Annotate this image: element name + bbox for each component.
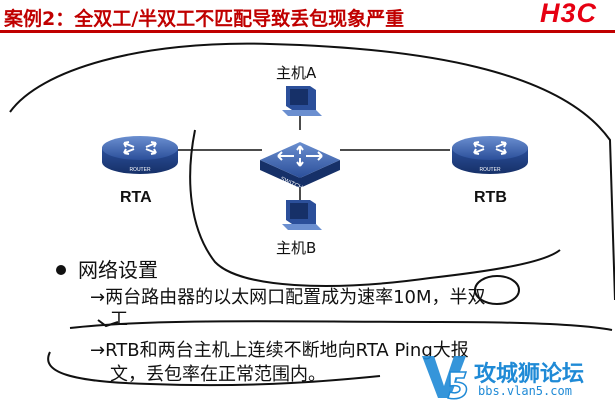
host-b-label: 主机B <box>276 239 317 257</box>
router-rtb-icon: ROUTER <box>452 136 528 174</box>
vlan5-watermark: 攻城狮论坛 bbs.vlan5.com <box>420 352 615 405</box>
host-b-icon <box>282 200 322 230</box>
router-rta-icon: ROUTER <box>102 136 178 174</box>
heading-text: 网络设置 <box>78 258 158 282</box>
watermark-url: bbs.vlan5.com <box>478 384 572 398</box>
annotation-circle-10m <box>474 275 520 305</box>
setting-line-2: →RTB和两台主机上连续不断地向RTA Ping大报 <box>90 340 469 361</box>
setting-line-1: →两台路由器的以太网口配置成为速率10M，半双 <box>90 287 486 308</box>
h3c-logo: H3C <box>540 0 598 28</box>
setting-line-1-cont: 工 <box>110 309 128 330</box>
annotation-tick <box>97 319 119 328</box>
watermark-title: 攻城狮论坛 <box>474 362 585 387</box>
network-settings-heading: 网络设置 <box>56 254 158 283</box>
title-rule <box>0 30 615 33</box>
annotation-underline-2 <box>47 351 381 387</box>
rta-router-tag: ROUTER <box>129 167 151 173</box>
host-a-icon <box>282 86 322 116</box>
rtb-label: RTB <box>474 189 507 206</box>
annotation-loop <box>9 42 615 301</box>
switch-icon: SWITCH <box>260 142 340 191</box>
rta-label: RTA <box>120 189 152 206</box>
host-a-label: 主机A <box>276 64 317 82</box>
annotation-underline-1 <box>69 320 613 331</box>
v5-logo-icon <box>422 356 468 400</box>
rtb-router-tag: ROUTER <box>479 167 501 173</box>
slide-title: 案例2：全双工/半双工不匹配导致丢包现象严重 <box>4 8 405 30</box>
setting-line-2-cont: 文，丢包率在正常范围内。 <box>110 364 326 385</box>
bullet-icon <box>56 264 66 275</box>
